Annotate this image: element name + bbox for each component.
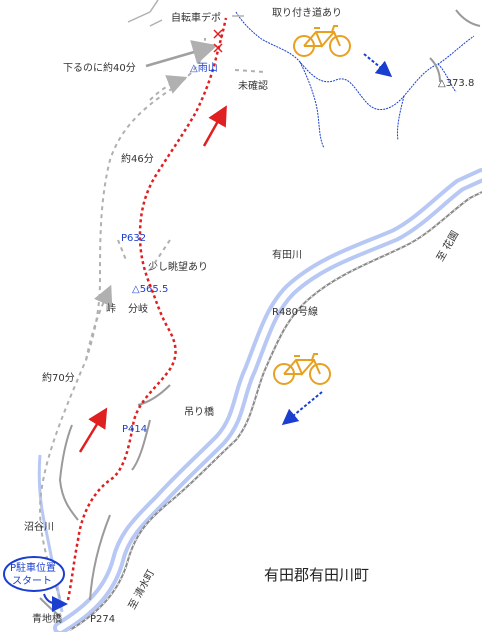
parking-start-line1: P駐車位置 xyxy=(10,561,56,574)
suspension-bridge-label: 吊り橋 xyxy=(184,405,214,418)
start-pointer-arrow xyxy=(43,593,68,612)
slight-view-label: 少し眺望あり xyxy=(148,260,208,273)
ascent-arrow-lower xyxy=(78,407,108,453)
arida-river xyxy=(53,168,482,632)
top-trails xyxy=(127,0,244,27)
approach-path xyxy=(38,37,266,599)
main-route xyxy=(66,17,228,601)
blocked-marks xyxy=(213,29,223,53)
arida-river-label: 有田川 xyxy=(272,248,302,261)
parking-start-line2: スタート xyxy=(12,575,52,587)
point-274-label: P274 xyxy=(90,614,115,625)
upper-river-gray xyxy=(429,9,481,83)
time-70-label: 約70分 xyxy=(42,371,75,384)
town-name-label: 有田郡有田川町 xyxy=(264,566,369,584)
bike-arrow-upper xyxy=(363,53,393,78)
to-hanazono-label: 至 花園 xyxy=(433,228,461,263)
cycle-depot-label: 自転車デポ xyxy=(171,11,221,24)
aochi-bridge-label: 青地橋 xyxy=(32,612,62,625)
bicycle-icon xyxy=(293,25,351,57)
descent-callout-arrow xyxy=(145,40,218,68)
numaya-river-label: 沼谷川 xyxy=(24,520,54,533)
bicycle-icon-lower xyxy=(273,353,331,385)
route-480-road xyxy=(69,191,482,631)
point-414-label: P414 xyxy=(122,424,147,435)
bike-arrow-lower xyxy=(281,391,323,426)
numaya-river xyxy=(37,454,64,613)
time-46-label: 約46分 xyxy=(121,152,154,165)
unconfirmed-label: 未確認 xyxy=(238,79,268,92)
upper-river xyxy=(235,11,475,149)
bicycle-road-label: 取り付き道あり xyxy=(272,6,342,19)
junction-label: 分岐 xyxy=(128,302,148,315)
ascent-arrow-upper xyxy=(202,105,227,147)
peak-565-label: △565.5 xyxy=(132,284,168,295)
terrain-lines xyxy=(39,384,171,617)
point-632-label: P632 xyxy=(121,233,146,244)
to-shimizu-label: 至 清水町 xyxy=(125,567,157,611)
triangulation-373-label: △373.8 xyxy=(438,78,474,89)
route-480-label: R480号線 xyxy=(272,305,318,318)
pass-label: 峠 xyxy=(106,303,116,315)
descent-time-label: 下るのに約40分 xyxy=(63,61,136,74)
peak-ameyama-label: △雨山 xyxy=(190,62,218,74)
start-marker xyxy=(3,556,65,592)
